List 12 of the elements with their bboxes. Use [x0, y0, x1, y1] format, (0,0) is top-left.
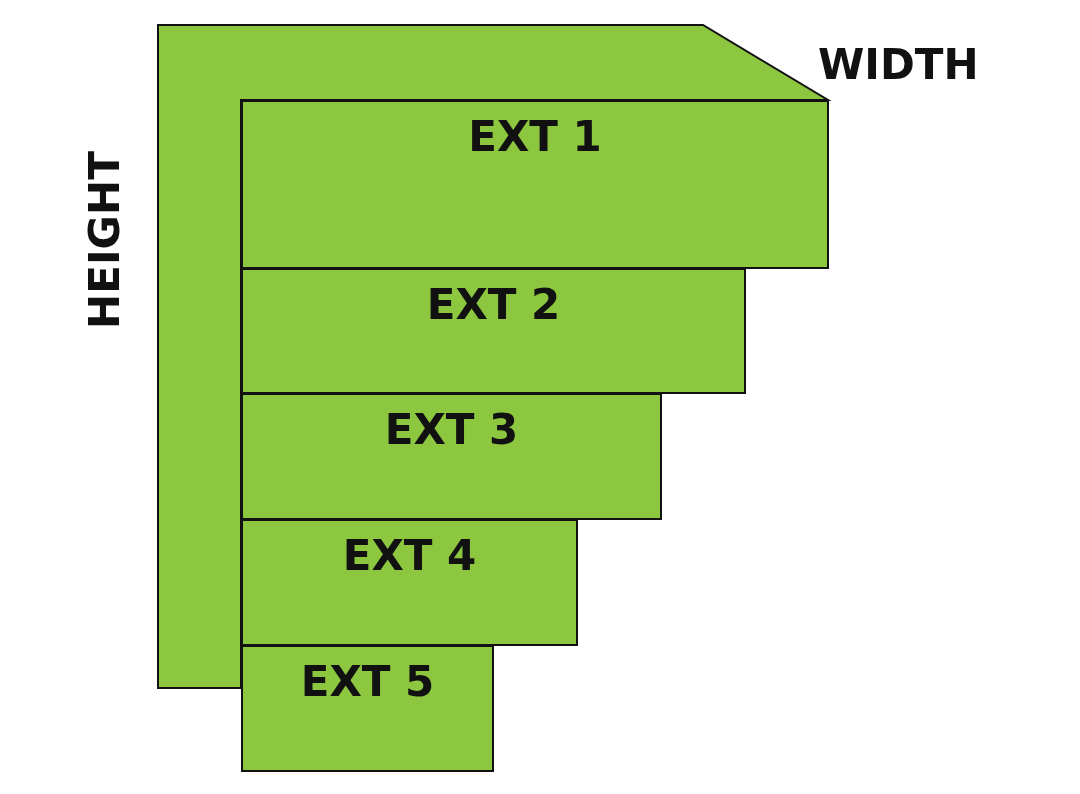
block-label: EXT 3 — [384, 405, 519, 455]
extension-block — [241, 645, 494, 772]
dimension-label: HEIGHT — [79, 151, 130, 329]
extension-block — [241, 393, 662, 520]
extension-block — [241, 100, 829, 269]
dimension-label: WIDTH — [818, 40, 979, 90]
block-label: EXT 5 — [300, 657, 435, 707]
block-label: EXT 1 — [468, 112, 602, 162]
extension-block — [241, 268, 746, 394]
block-label: EXT 2 — [426, 280, 561, 330]
block-label: EXT 4 — [342, 531, 477, 581]
extension-block — [241, 519, 578, 646]
